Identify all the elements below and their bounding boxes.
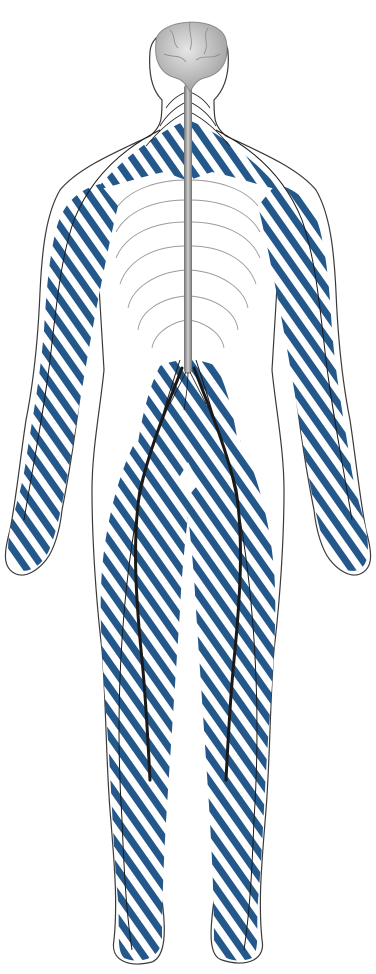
right-arm-region: [258, 184, 368, 571]
brain: [156, 22, 227, 92]
spinal-cord: [184, 84, 192, 374]
left-arm-region: [8, 184, 118, 571]
